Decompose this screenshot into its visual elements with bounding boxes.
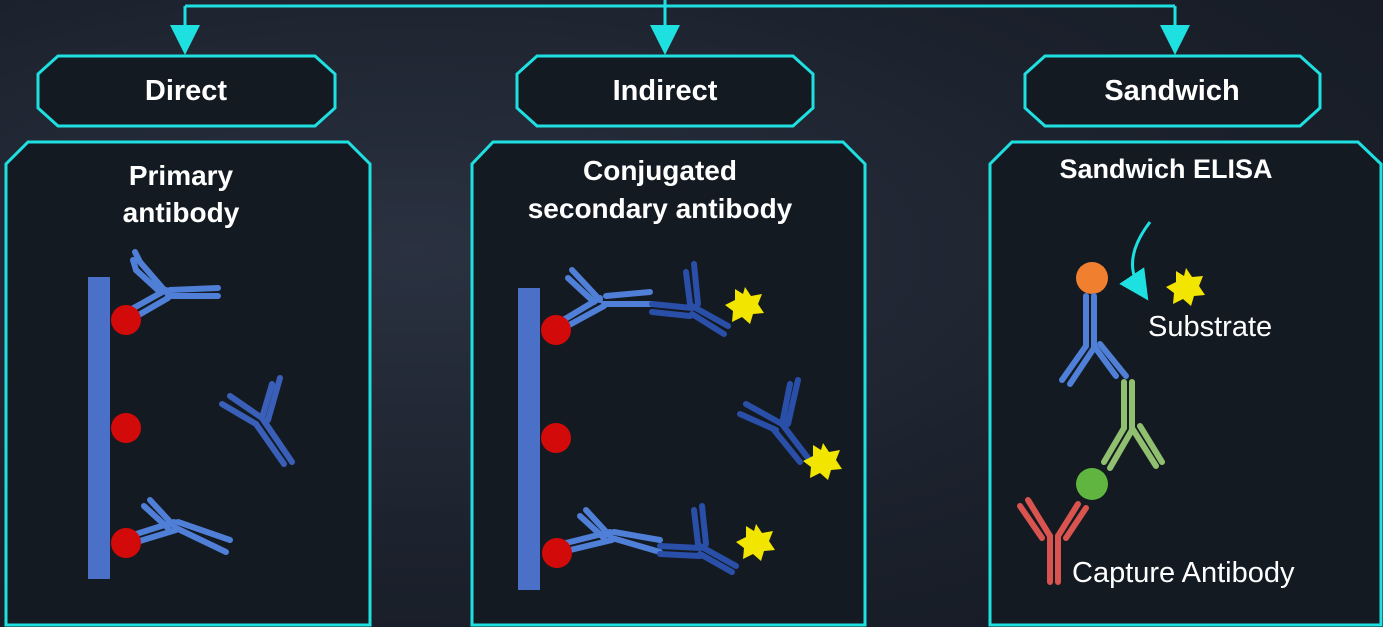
category-sandwich: Sandwich xyxy=(1025,56,1320,126)
sandwich-title: Sandwich ELISA xyxy=(1059,154,1272,184)
indirect-plate xyxy=(518,288,540,590)
direct-antigen-3 xyxy=(111,528,141,558)
indirect-title-line1: Conjugated xyxy=(583,155,737,186)
indirect-antigen-1 xyxy=(541,315,571,345)
connector-lines xyxy=(185,0,1175,40)
capture-antibody-label: Capture Antibody xyxy=(1072,557,1295,589)
direct-title-line2: antibody xyxy=(123,197,240,228)
category-indirect-label: Indirect xyxy=(613,75,718,107)
direct-plate xyxy=(88,277,110,579)
category-sandwich-label: Sandwich xyxy=(1104,75,1239,107)
category-direct-label: Direct xyxy=(145,75,228,107)
sandwich-orange-antigen xyxy=(1076,262,1108,294)
indirect-title-line2: secondary antibody xyxy=(528,193,793,224)
sandwich-green-antigen xyxy=(1076,468,1108,500)
direct-antigen-1 xyxy=(111,305,141,335)
indirect-antigen-3 xyxy=(542,538,572,568)
substrate-label: Substrate xyxy=(1148,311,1272,343)
indirect-antigen-2 xyxy=(541,423,571,453)
direct-title-line1: Primary xyxy=(129,160,234,191)
category-indirect: Indirect xyxy=(517,56,813,126)
category-direct: Direct xyxy=(38,56,335,126)
direct-antigen-2 xyxy=(111,413,141,443)
